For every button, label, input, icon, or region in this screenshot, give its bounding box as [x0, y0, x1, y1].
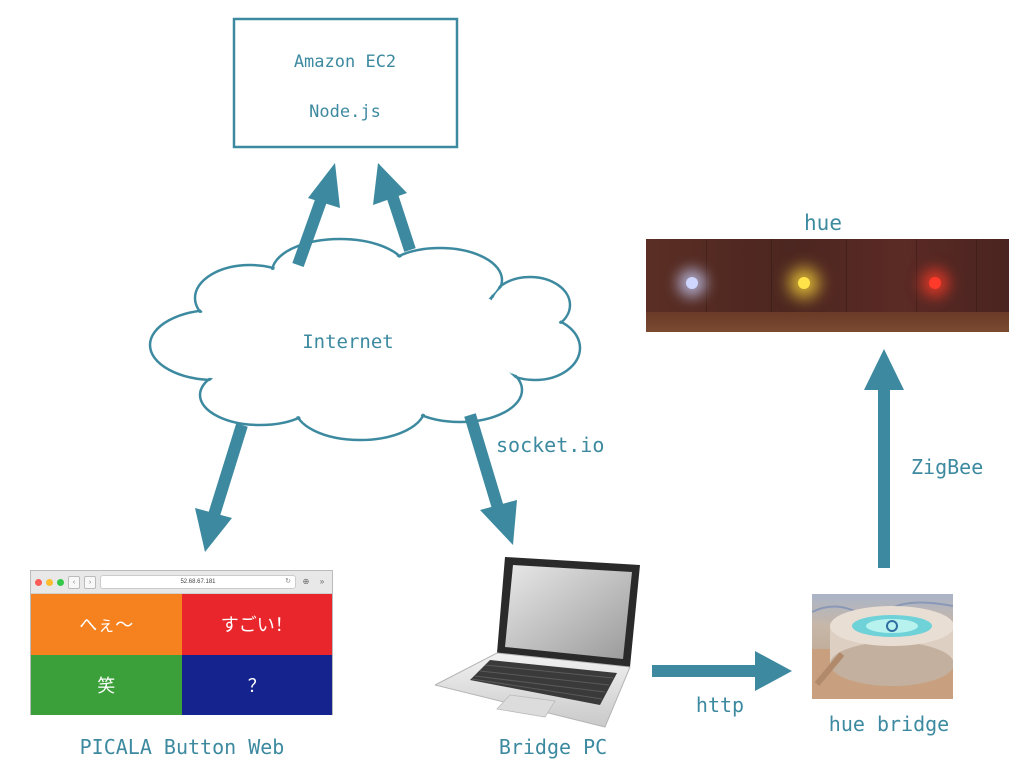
arrowhead-icon [195, 508, 232, 552]
server-box [232, 17, 459, 149]
reload-icon[interactable]: ↻ [285, 578, 291, 585]
zigbee-label: ZigBee [911, 455, 983, 479]
hue-lights-photo [646, 239, 1009, 332]
close-dot-icon[interactable] [35, 578, 42, 586]
back-icon[interactable]: ‹ [68, 575, 80, 589]
button-laugh[interactable]: 笑 [31, 654, 182, 715]
address-bar[interactable]: 52.68.67.181 ↻ [100, 575, 296, 589]
arrow-cloud-to-web [208, 423, 248, 517]
arrow-cloud-to-server-left [292, 192, 329, 268]
hue-label: hue [804, 211, 842, 235]
laptop-icon [435, 557, 640, 728]
arrow-cloud-to-server-right [386, 193, 416, 252]
bulb-icon [686, 277, 698, 289]
bulb-icon [929, 277, 941, 289]
web-label: PICALA Button Web [80, 735, 285, 759]
bridge-pc-label: Bridge PC [499, 735, 607, 759]
download-icon[interactable]: ⊕ [302, 577, 310, 586]
browser-toolbar: ‹ › 52.68.67.181 ↻ ⊕ » [31, 571, 332, 594]
minimize-dot-icon[interactable] [46, 578, 53, 586]
maximize-dot-icon[interactable] [57, 578, 64, 586]
internet-label: Internet [302, 331, 394, 353]
button-question[interactable]: ？ [181, 654, 332, 715]
arrowhead-icon [755, 651, 792, 691]
arrowhead-icon [308, 163, 340, 208]
picala-browser-window: ‹ › 52.68.67.181 ↻ ⊕ » へぇ〜 すごい！ 笑 ？ [30, 570, 333, 715]
more-icon[interactable]: » [319, 577, 325, 586]
hue-bridge-photo [812, 594, 953, 699]
arrow-cloud-to-bridge-pc [464, 413, 504, 510]
forward-icon[interactable]: › [84, 575, 96, 589]
reaction-button-grid: へぇ〜 すごい！ 笑 ？ [31, 594, 332, 715]
bulb-icon [798, 277, 810, 289]
arrowhead-icon [864, 349, 904, 390]
url-text: 52.68.67.181 [180, 579, 216, 585]
button-sugoi[interactable]: すごい！ [181, 594, 332, 655]
server-label-line2: Node.js [309, 102, 381, 122]
internet-cloud: Internet [148, 237, 582, 442]
arrowhead-icon [373, 163, 407, 205]
button-hee[interactable]: へぇ〜 [31, 594, 182, 655]
server-label-line1: Amazon EC2 [294, 52, 396, 72]
hue-bridge-label: hue bridge [829, 712, 949, 736]
http-label: http [696, 693, 744, 717]
socket-io-label: socket.io [496, 433, 604, 457]
arrowhead-icon [480, 500, 517, 545]
